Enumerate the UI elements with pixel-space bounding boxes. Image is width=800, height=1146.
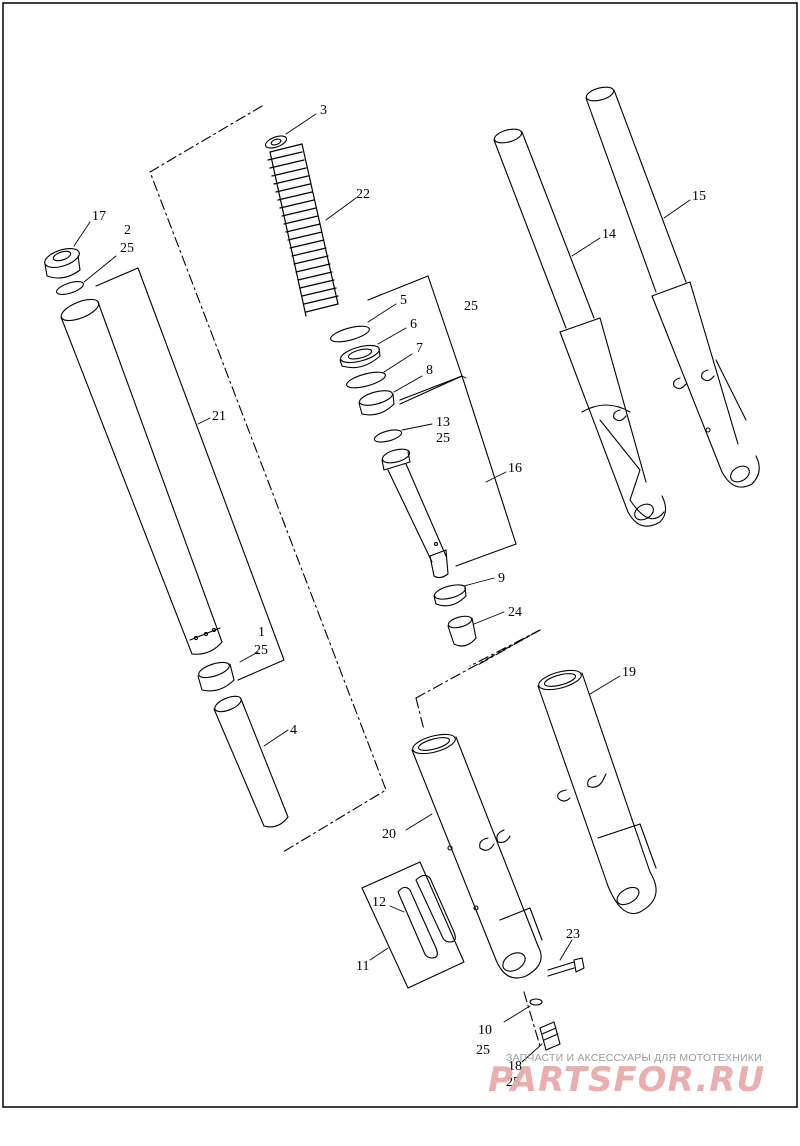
bracket-16 [399,375,517,567]
callout-6: 6 [410,317,417,332]
part-5-ring [330,325,370,343]
part-9-ring [433,584,467,607]
callout-22: 22 [356,187,370,202]
callout-15: 15 [692,189,706,204]
callout-25f: 25 [506,1075,520,1090]
callout-8: 8 [426,363,433,378]
callout-25e: 25 [476,1043,490,1058]
part-10-washer [529,998,543,1006]
part-24-cone [447,615,477,647]
part-1-bushing [197,661,235,692]
callout-5: 5 [400,293,407,308]
callout-21: 21 [212,409,226,424]
callout-10: 10 [478,1023,492,1038]
part-16-damper-rod [381,448,449,579]
callout-16: 16 [508,461,522,476]
callout-12: 12 [372,895,386,910]
part-21-fork-tube [60,298,223,655]
bracket-21 [95,267,285,681]
part-14-assembled-fork [493,128,667,527]
watermark-tagline: ЗАПЧАСТИ И АКСЕССУАРЫ ДЛЯ МОТОТЕХНИКИ [506,1052,762,1064]
part-20-lower-slider [411,733,543,979]
part-3-washer [264,135,288,149]
part-12-gaskets [397,874,456,959]
callout-18: 18 [508,1059,522,1074]
part-4-tube [213,695,289,828]
callout-7: 7 [416,341,423,356]
part-2-oring [56,281,84,295]
callout-19: 19 [622,665,636,680]
bracket-11 [361,861,465,989]
callout-3: 3 [320,103,327,118]
callout-25b: 25 [464,299,478,314]
callout-1: 1 [258,625,265,640]
callout-24: 24 [508,605,522,620]
callout-14: 14 [602,227,616,242]
part-17-cap [44,248,81,279]
callout-13: 13 [436,415,450,430]
part-19-lower-slider [537,669,657,914]
part-22-spring [267,143,339,317]
part-15-assembled-fork [585,86,760,488]
part-6-seal [339,344,381,369]
callout-labels: 3 22 17 2 25 5 25 6 7 8 13 25 16 21 14 1… [92,103,706,1090]
callout-17: 17 [92,209,106,224]
watermark-brand: PARTSFOR.RU [488,1060,766,1100]
part-13-ring [373,429,403,443]
callout-25d: 25 [254,643,268,658]
leader-lines [73,113,691,1063]
callout-23: 23 [566,927,580,942]
part-18-screw [539,1021,561,1051]
part-23-bolt [547,957,585,977]
callout-25c: 25 [436,431,450,446]
part-8-bushing [358,390,395,416]
part-7-clip [346,371,386,389]
callout-2: 2 [124,223,131,238]
callout-4: 4 [290,723,297,738]
callout-9: 9 [498,571,505,586]
bracket-25-upper [367,275,463,401]
diagram-border [2,2,798,1108]
callout-20: 20 [382,827,396,842]
assembly-outline-left [149,105,387,853]
callout-25a: 25 [120,241,134,256]
callout-11: 11 [356,959,369,974]
